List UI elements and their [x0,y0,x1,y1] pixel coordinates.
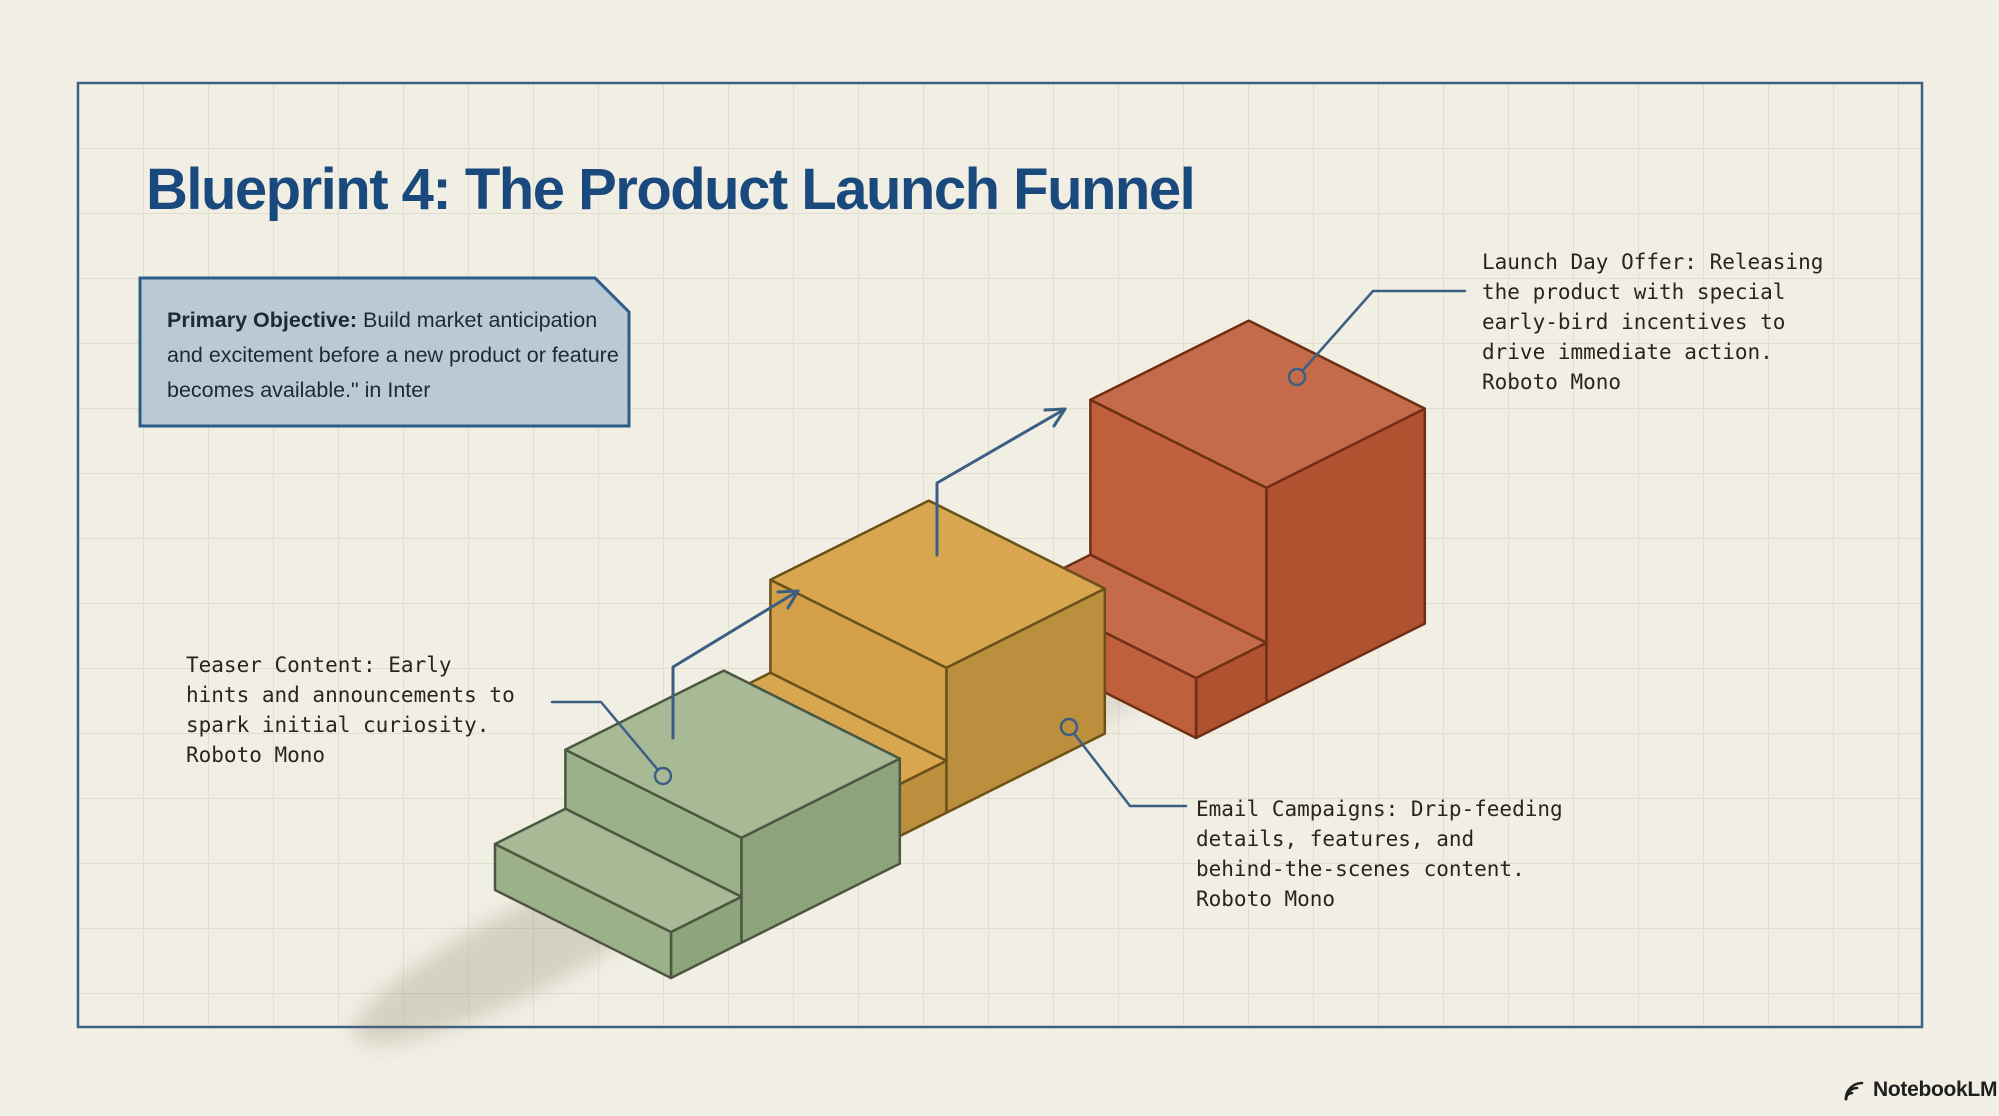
page-title: Blueprint 4: The Product Launch Funnel [146,157,1196,222]
email-campaigns-note: Email Campaigns: Drip-feeding details, f… [1196,797,1563,911]
block-email-campaigns-body-top-face [769,499,1107,670]
funnel-blocks [493,319,1427,980]
launch-marker-circle-icon [1287,367,1307,387]
block-teaser-content-body-top-face [564,669,902,840]
launch-connector-line [1295,289,1467,379]
notebooklm-wordmark: NotebookLM [1873,1078,1998,1101]
blueprint-frame [76,81,1924,1029]
objective-callout-box [138,276,631,428]
email-marker-circle-icon [1059,717,1079,737]
block-launch-day-offer-body-top-face [1089,319,1427,490]
block-teaser-content-step-top-face [493,807,743,934]
objective-callout-text: Primary Objective: Build market anticipa… [167,303,637,408]
notebooklm-logo-icon [1844,1081,1864,1101]
objective-body: Build market anticipation and excitement… [167,308,619,402]
teaser-marker-circle-icon [653,766,673,786]
objective-label: Primary Objective: [167,308,358,332]
arrow-email-to-launch [935,407,1067,557]
annotation-connectors [550,289,1467,808]
block-launch-day-offer [1018,319,1427,740]
block-teaser-content [493,669,902,980]
notebooklm-watermark: NotebookLM [1842,1078,1997,1102]
arrowhead-icon [1043,407,1067,428]
launch-day-offer-note: Launch Day Offer: Releasing the product … [1482,250,1824,394]
teaser-connector-line [550,700,665,778]
teaser-content-note: Teaser Content: Early hints and announce… [186,653,515,767]
arrowhead-icon [776,589,800,610]
arrow-teaser-to-email [671,589,800,740]
email-connector-line [1067,725,1188,808]
flow-arrows [671,407,1067,740]
